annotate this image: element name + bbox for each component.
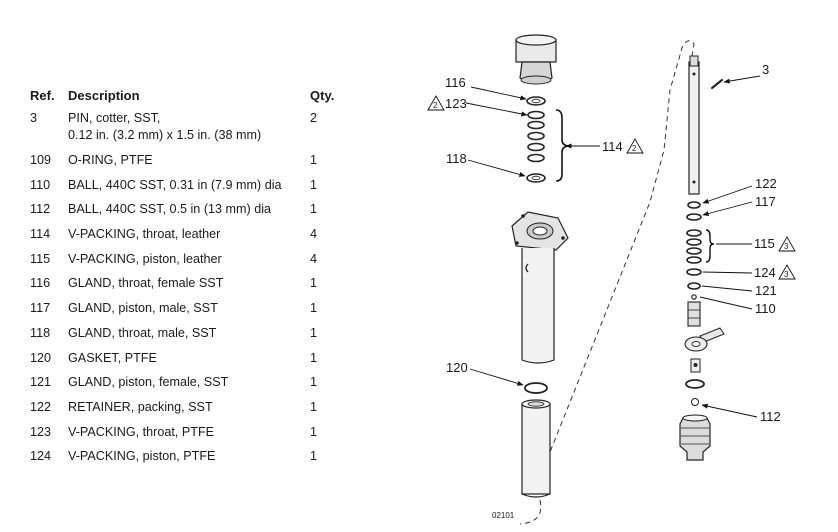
- row-qty: 1: [310, 177, 318, 192]
- cotter-pin-icon: [710, 78, 724, 90]
- row-ref: 122: [30, 399, 52, 414]
- row-description: RETAINER, packing, SST: [68, 399, 213, 414]
- row-description: BALL, 440C SST, 0.31 in (7.9 mm) dia: [68, 177, 282, 192]
- row-ref: 3: [30, 111, 38, 125]
- row-description: V-PACKING, piston, leather: [68, 251, 222, 266]
- packing-brace-icon: [555, 109, 569, 182]
- row-qty: 1: [310, 375, 318, 390]
- callout-123: 123: [445, 96, 467, 111]
- gasket-120: [524, 382, 548, 394]
- callout-115: 115: [754, 236, 775, 251]
- row-qty: 1: [310, 449, 318, 464]
- row-ref: 114: [30, 227, 51, 242]
- row-qty: 1: [310, 153, 318, 167]
- row-ref: 112: [30, 202, 51, 217]
- row-description: V-PACKING, throat, leather: [68, 227, 221, 242]
- callout-112: 112: [760, 409, 781, 424]
- callout-117: 117: [755, 194, 776, 209]
- row-qty: 4: [310, 227, 318, 242]
- row-ref: 123: [30, 424, 52, 439]
- throat-packing-stack: [526, 96, 546, 183]
- row-qty: 2: [310, 111, 318, 125]
- callout-124: 124: [754, 265, 776, 280]
- row-ref: 109: [30, 153, 52, 167]
- table-row: 110 BALL, 440C SST, 0.31 in (7.9 mm) dia…: [30, 177, 345, 202]
- note-number-3: 3: [784, 270, 789, 279]
- pump-housing: [511, 211, 569, 364]
- callout-121: 121: [755, 283, 777, 298]
- row-description-line2: 0.12 in. (3.2 mm) x 1.5 in. (38 mm): [68, 128, 262, 142]
- row-ref: 124: [30, 449, 52, 464]
- row-description: V-PACKING, piston, PTFE: [68, 449, 216, 464]
- assembly-dash-line: [519, 40, 695, 525]
- throat-nut-cup: [515, 34, 557, 85]
- row-qty: 1: [310, 350, 318, 365]
- callout-118: 118: [446, 151, 467, 166]
- piston-packing-stack: [686, 201, 702, 300]
- row-qty: 1: [310, 325, 318, 340]
- table-row: 114 V-PACKING, throat, leather 4: [30, 226, 345, 251]
- row-ref: 120: [30, 350, 52, 365]
- piston-brace-icon: [705, 229, 715, 263]
- row-description: BALL, 440C SST, 0.5 in (13 mm) dia: [68, 202, 271, 217]
- header-qty: Qty.: [310, 88, 335, 103]
- row-qty: 1: [310, 301, 318, 316]
- row-qty: 1: [310, 202, 318, 217]
- row-description: O-RING, PTFE: [68, 153, 153, 167]
- row-ref: 118: [30, 325, 51, 340]
- table-row: 117 GLAND, piston, male, SST 1: [30, 300, 345, 325]
- row-qty: 1: [310, 399, 318, 414]
- row-description: PIN, cotter, SST,: [68, 111, 161, 125]
- header-description: Description: [68, 88, 140, 103]
- row-description: GASKET, PTFE: [68, 350, 157, 365]
- row-description: V-PACKING, throat, PTFE: [68, 424, 215, 439]
- note-triangle-icons: [427, 95, 796, 280]
- row-ref: 115: [30, 251, 51, 266]
- foot-valve-housing: [679, 414, 711, 461]
- callout-116: 116: [445, 75, 466, 90]
- row-description: GLAND, throat, female SST: [68, 276, 224, 291]
- row-ref: 116: [30, 276, 51, 291]
- header-ref: Ref.: [30, 88, 55, 103]
- table-row: 109 O-RING, PTFE 1: [30, 152, 345, 177]
- piston-valve: [684, 301, 725, 406]
- table-row: 122 RETAINER, packing, SST 1: [30, 399, 345, 424]
- row-description: GLAND, piston, male, SST: [68, 301, 218, 316]
- table-row: 124 V-PACKING, piston, PTFE 1: [30, 448, 345, 473]
- callout-3: 3: [762, 62, 769, 77]
- table-row: 3 PIN, cotter, SST, 0.12 in. (3.2 mm) x …: [30, 110, 345, 152]
- note-number-2: 2: [632, 144, 637, 153]
- note-number-3: 3: [784, 242, 789, 251]
- exploded-parts-diagram: 116 123 2 114 2 118 120 3 122 117 115 3 …: [400, 0, 838, 532]
- row-ref: 110: [30, 177, 51, 192]
- table-header: Ref. Description Qty.: [30, 88, 345, 110]
- callout-110: 110: [755, 301, 776, 316]
- table-row: 112 BALL, 440C SST, 0.5 in (13 mm) dia 1: [30, 201, 345, 226]
- callout-120: 120: [446, 360, 468, 375]
- intake-cylinder: [521, 399, 551, 498]
- table-row: 118 GLAND, throat, male, SST 1: [30, 325, 345, 350]
- row-qty: 1: [310, 424, 318, 439]
- row-qty: 4: [310, 251, 318, 266]
- row-ref: 117: [30, 301, 51, 316]
- table-row: 121 GLAND, piston, female, SST 1: [30, 374, 345, 399]
- callout-114: 114: [602, 139, 623, 154]
- note-number-2: 2: [433, 101, 438, 110]
- displacement-rod: [688, 55, 700, 195]
- row-ref: 121: [30, 375, 52, 390]
- row-description: GLAND, piston, female, SST: [68, 375, 229, 390]
- parts-table: Ref. Description Qty. 3 PIN, cotter, SST…: [30, 88, 345, 473]
- callout-122: 122: [755, 176, 777, 191]
- row-description: GLAND, throat, male, SST: [68, 325, 217, 340]
- figure-number: 02101: [492, 511, 515, 520]
- table-row: 123 V-PACKING, throat, PTFE 1: [30, 424, 345, 449]
- table-row: 116 GLAND, throat, female SST 1: [30, 275, 345, 300]
- table-row: 120 GASKET, PTFE 1: [30, 350, 345, 375]
- table-row: 115 V-PACKING, piston, leather 4: [30, 251, 345, 276]
- callout-leaders: [465, 75, 761, 418]
- row-qty: 1: [310, 276, 318, 291]
